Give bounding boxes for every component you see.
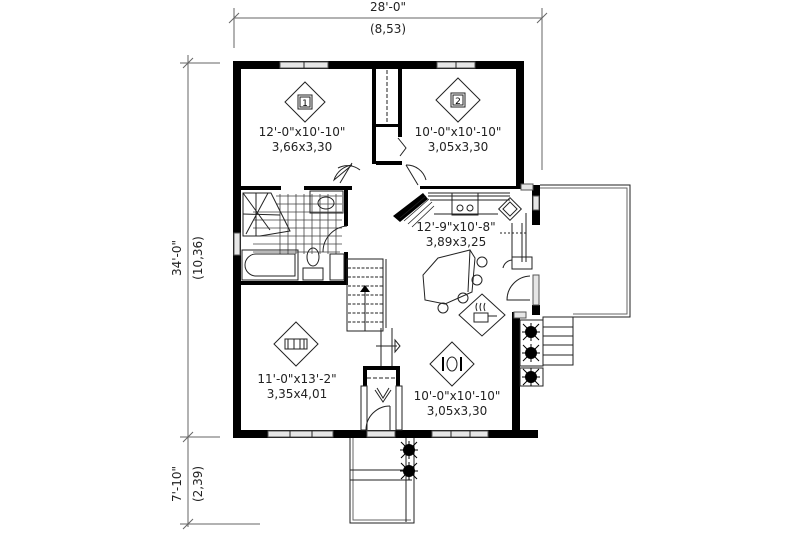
kitchen-fixtures [393, 192, 533, 314]
bathroom-sink-counter [309, 190, 344, 214]
window [513, 311, 527, 319]
room-size-metric: 3,05x3,30 [427, 404, 488, 418]
window [267, 430, 334, 438]
window [431, 430, 489, 438]
room-icon-diamond [435, 77, 481, 123]
depth-metric: (10,36) [191, 236, 205, 280]
planter [519, 319, 544, 367]
bathtub [241, 249, 299, 281]
front-door [365, 405, 391, 431]
bed-icon [450, 92, 466, 108]
room-size-metric: 3,35x4,01 [267, 387, 328, 401]
door-bedroom-2 [405, 164, 427, 181]
room-size-imperial: 12'-9"x10'-8" [416, 220, 495, 234]
door-bathroom [322, 225, 348, 253]
width-imperial: 28'-0" [370, 0, 406, 14]
room-icon-diamond [429, 341, 475, 387]
interior-walls [241, 69, 516, 386]
room-size-imperial: 11'-0"x13'-2" [257, 372, 336, 386]
kitchen-sink [451, 192, 479, 216]
dimension-left: 34'-0" (10,36) 7'-10" (2,39) [170, 55, 260, 530]
room-size-metric: 3,05x3,30 [428, 140, 489, 154]
stair-up-arrow [360, 285, 370, 292]
door-kitchen-deck [506, 275, 531, 301]
closet-bifold-door [397, 137, 407, 157]
cooking-pot-icon [473, 302, 497, 323]
bed-icon [297, 94, 313, 110]
bathroom [241, 190, 348, 281]
porch-metric: (2,39) [191, 466, 205, 502]
room-size-metric: 3,66x3,30 [272, 140, 333, 154]
room-kitchen: 12'-9"x10'-8" 3,89x3,25 [416, 220, 506, 337]
room-icon-diamond [458, 293, 506, 337]
deck [519, 184, 631, 387]
depth-imperial: 34'-0" [170, 240, 184, 276]
room-icon-diamond [273, 321, 319, 367]
plate-fork-knife-icon [442, 356, 462, 372]
sink-basin [317, 196, 335, 210]
room-bedroom-2: 2 10'-0"x10'-10" 3,05x3,30 [415, 77, 502, 154]
room-size-imperial: 12'-0"x10'-10" [259, 125, 346, 139]
shower-stall [242, 192, 291, 237]
side-door [532, 274, 540, 306]
sofa-icon [284, 338, 308, 350]
range [497, 196, 523, 222]
toilet [306, 247, 320, 267]
room-bedroom-1: 1 12'-0"x10'-10" 3,66x3,30 [259, 81, 346, 154]
window [520, 183, 534, 191]
room-size-metric: 3,89x3,25 [426, 235, 487, 249]
room-size-imperial: 10'-0"x10'-10" [415, 125, 502, 139]
window [233, 232, 241, 256]
room-size-imperial: 10'-0"x10'-10" [414, 389, 501, 403]
room-icon-diamond [284, 81, 326, 123]
dimension-top: 28'-0" (8,53) [228, 0, 548, 170]
porch-imperial: 7'-10" [170, 466, 184, 502]
staircase [346, 258, 401, 366]
room-living: 11'-0"x13'-2" 3,35x4,01 [257, 321, 337, 401]
front-porch [349, 438, 418, 524]
room-dining: 10'-0"x10'-10" 3,05x3,30 [414, 341, 501, 418]
width-metric: (8,53) [370, 22, 406, 36]
window [532, 195, 540, 211]
room-badge: 2 [455, 97, 461, 107]
room-badge: 1 [302, 99, 308, 109]
entry [360, 377, 403, 438]
